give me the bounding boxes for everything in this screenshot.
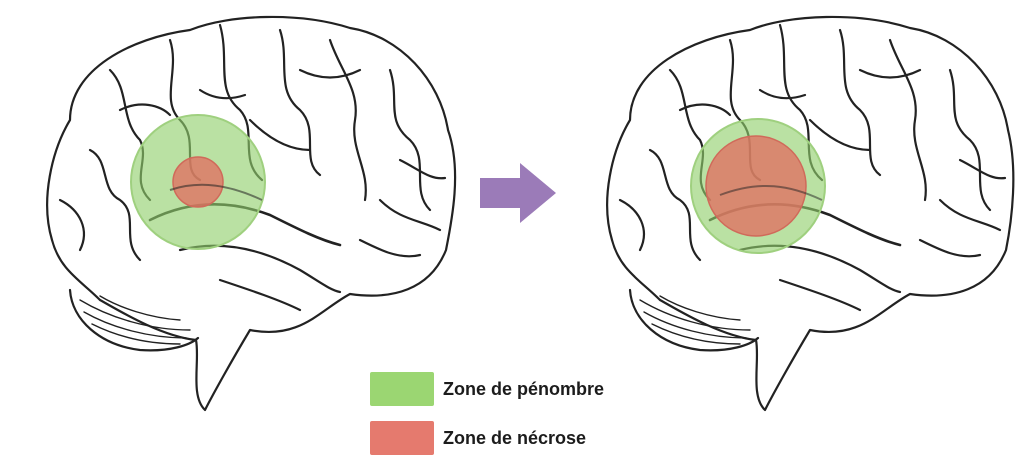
necrosis-zone: [173, 157, 223, 207]
legend-item-penumbra: Zone de pénombre: [370, 372, 604, 406]
necrosis-swatch: [370, 421, 434, 455]
right-arrow-icon: [480, 163, 556, 223]
legend-item-necrosis: Zone de nécrose: [370, 421, 586, 455]
brain-after: [560, 0, 1021, 420]
legend-label-necrosis: Zone de nécrose: [443, 428, 586, 449]
legend-label-penumbra: Zone de pénombre: [443, 379, 604, 400]
penumbra-swatch: [370, 372, 434, 406]
brain-before: [0, 0, 470, 420]
